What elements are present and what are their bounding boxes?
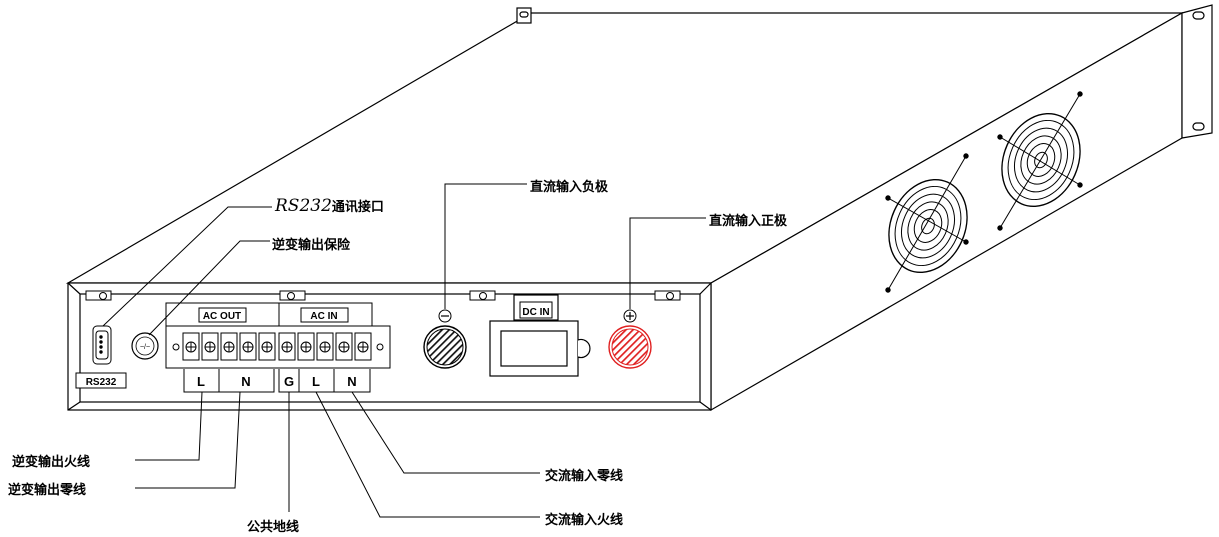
callout-dc-positive: 直流输入正极 <box>709 214 788 229</box>
ac-in-tag: AC IN <box>300 307 349 323</box>
callout-inverter-neutral: 逆变输出零线 <box>8 483 87 498</box>
callout-rs232: RS232通讯接口 <box>275 196 384 216</box>
terminal-label-out-l: L <box>197 374 205 389</box>
terminal-label-in-l: L <box>312 374 320 389</box>
dc-negative-terminal[interactable] <box>423 325 467 369</box>
panel-screws <box>85 290 681 301</box>
callout-ac-neutral: 交流输入零线 <box>545 469 624 484</box>
leader-lines <box>102 183 706 518</box>
callout-rs232-prefix: RS232 <box>275 196 332 216</box>
callout-ground: 公共地线 <box>247 520 300 535</box>
fan-grille-2 <box>997 91 1083 231</box>
terminal-label-in-n: N <box>347 374 356 389</box>
ac-out-label: AC OUT <box>203 311 241 322</box>
rs232-port[interactable] <box>92 325 112 365</box>
dc-positive-terminal[interactable] <box>608 325 652 369</box>
ac-in-label: AC IN <box>310 311 337 322</box>
callout-inverter-live: 逆变输出火线 <box>12 455 91 470</box>
callout-ac-live: 交流输入火线 <box>545 513 624 528</box>
callout-fuse: 逆变输出保险 <box>272 238 351 253</box>
callout-rs232-suffix: 通讯接口 <box>331 200 384 215</box>
rack-ear-left <box>516 7 532 24</box>
rack-ear-right <box>1181 4 1213 139</box>
callout-dc-negative: 直流输入负极 <box>530 180 609 195</box>
ac-out-tag: AC OUT <box>198 307 247 323</box>
svg-text:~/~: ~/~ <box>140 344 150 351</box>
terminal-label-in-g: G <box>284 374 294 389</box>
plus-icon <box>623 309 637 323</box>
rs232-tag-text: RS232 <box>86 377 117 388</box>
dc-in-breaker[interactable] <box>489 294 591 377</box>
minus-icon <box>438 309 452 323</box>
rs232-tag: RS232 <box>75 372 127 389</box>
terminal-label-out-n: N <box>241 374 250 389</box>
terminal-screws <box>182 332 372 361</box>
dc-in-label: DC IN <box>522 307 549 318</box>
fuse-holder[interactable]: ~/~ <box>131 332 159 360</box>
fan-grille-1 <box>885 153 969 293</box>
